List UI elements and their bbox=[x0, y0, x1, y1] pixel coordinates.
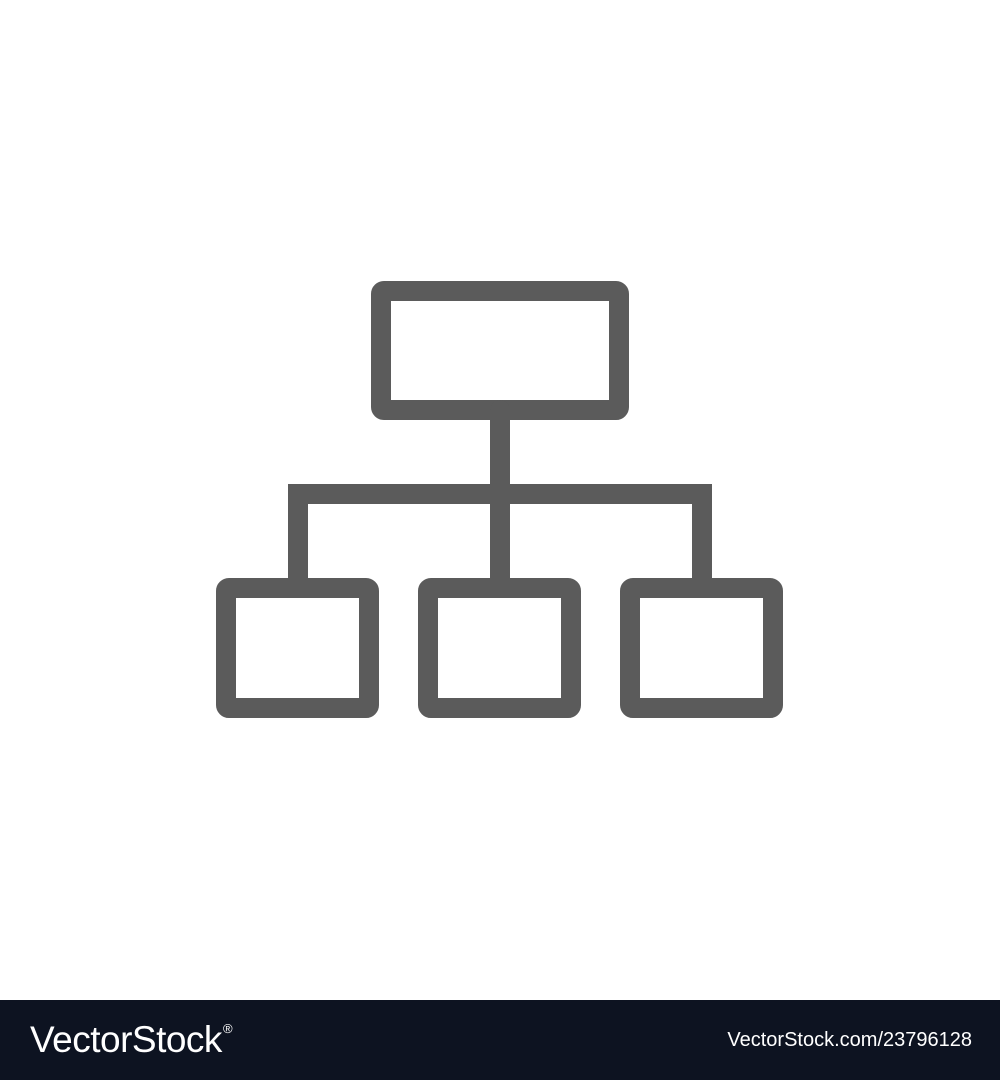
registered-mark: ® bbox=[222, 1021, 233, 1036]
bottom-left-node-box bbox=[216, 578, 379, 718]
bottom-right-node-box bbox=[620, 578, 783, 718]
brand-name: VectorStock bbox=[30, 1019, 222, 1060]
hierarchy-structure-icon bbox=[216, 281, 783, 718]
watermark-footer: VectorStock® VectorStock.com/23796128 bbox=[0, 1000, 1000, 1080]
bottom-center-node-box bbox=[418, 578, 581, 718]
brand-logo: VectorStock® bbox=[30, 1019, 233, 1061]
image-id-label: VectorStock.com/23796128 bbox=[727, 1028, 972, 1051]
icon-canvas bbox=[216, 281, 783, 718]
top-node-box bbox=[371, 281, 629, 420]
branch-connector-line bbox=[288, 484, 712, 598]
